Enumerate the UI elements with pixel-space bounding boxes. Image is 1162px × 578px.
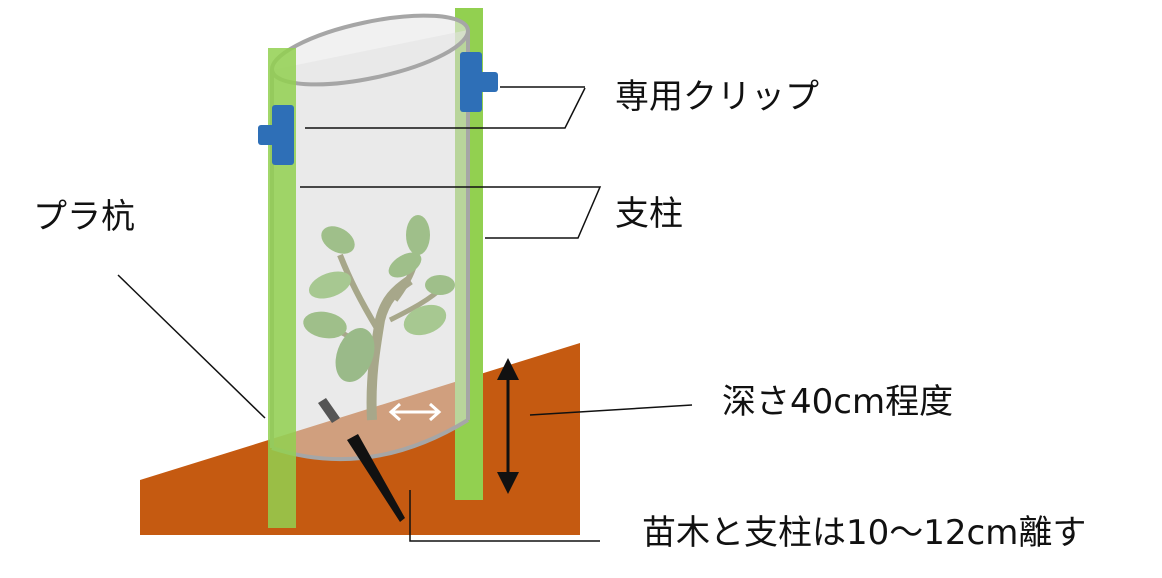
clip-right xyxy=(460,52,498,112)
label-clip: 専用クリップ xyxy=(615,77,819,117)
leader-lines xyxy=(117,86,693,542)
label-distance: 苗木と支柱は10〜12cm離す xyxy=(642,513,1087,553)
tube-shelter xyxy=(270,13,470,462)
label-depth: 深さ40cm程度 xyxy=(722,382,954,422)
depth-arrow xyxy=(497,358,519,494)
plastic-stake-gray xyxy=(318,398,340,423)
label-plastic-stake: プラ杭 xyxy=(33,197,135,237)
clip-left xyxy=(258,105,294,165)
plastic-stake-black xyxy=(347,434,405,522)
distance-arrow xyxy=(388,402,442,422)
label-pole: 支柱 xyxy=(615,194,683,234)
